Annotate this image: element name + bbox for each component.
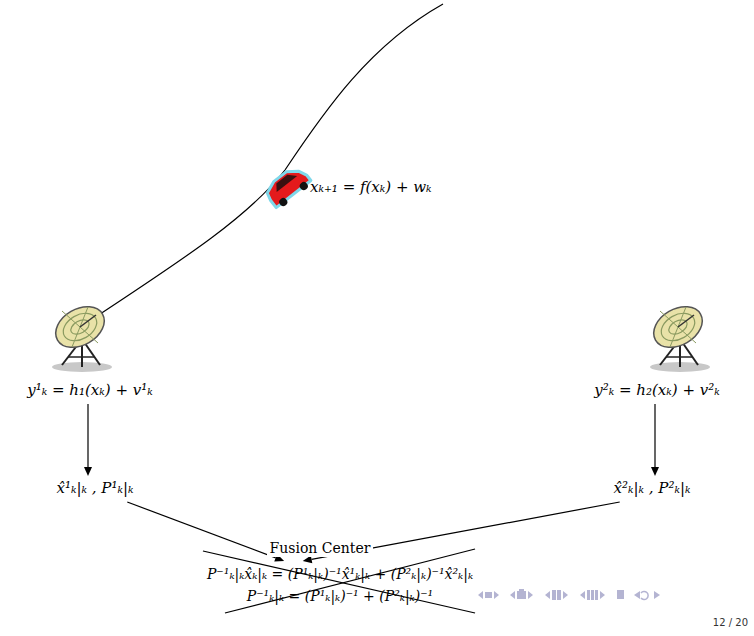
equation: P⁻¹ₖ|ₖx̂ₖ|ₖ = (P¹ₖ|ₖ)⁻¹x̂¹ₖ|ₖ + (P²ₖ|ₖ)⁻…	[207, 563, 473, 585]
equation: xₖ₊₁ = f(xₖ) + wₖ	[310, 177, 432, 197]
local-estimate: x̂¹ₖ|ₖ , P¹ₖ|ₖ	[57, 478, 134, 498]
strike-line	[203, 551, 475, 613]
equation: x̂²ₖ|ₖ , P²ₖ|ₖ	[614, 478, 691, 498]
arrow-connector	[127, 502, 284, 562]
page-number: 12 / 20	[713, 617, 748, 628]
local-estimate: x̂²ₖ|ₖ , P²ₖ|ₖ	[614, 478, 691, 498]
fusion-center: Fusion CenterP⁻¹ₖ|ₖx̂ₖ|ₖ = (P¹ₖ|ₖ)⁻¹x̂¹ₖ…	[207, 563, 473, 607]
arrow-connector	[651, 404, 659, 476]
measurement-equation: y²ₖ = h₂(xₖ) + v²ₖ	[594, 380, 719, 400]
fusion-heading: Fusion Center	[267, 539, 374, 557]
measurement-equation: y¹ₖ = h₁(xₖ) + v¹ₖ	[27, 380, 152, 400]
equation: x̂¹ₖ|ₖ , P¹ₖ|ₖ	[57, 478, 134, 498]
equation: y²ₖ = h₂(xₖ) + v²ₖ	[594, 380, 719, 400]
equation: P⁻¹ₖ|ₖ = (P¹ₖ|ₖ)⁻¹ + (P²ₖ|ₖ)⁻¹	[207, 585, 473, 607]
state-equation: xₖ₊₁ = f(xₖ) + wₖ	[310, 177, 432, 197]
arrow-connector	[84, 404, 92, 476]
equation: y¹ₖ = h₁(xₖ) + v¹ₖ	[27, 380, 152, 400]
